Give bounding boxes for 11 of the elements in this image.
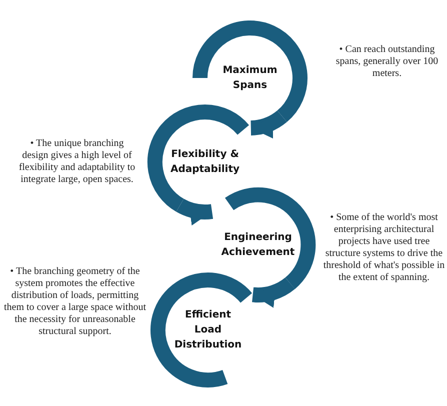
step-title: Efficient Load Distribution [173,308,243,352]
arrow [252,277,295,307]
arrow [250,110,287,138]
bullet-text: • Some of the world's most enterprising architectural projects have used tree structure systems to drive the threshold of what's possible in the extent of spanning. [322,212,446,284]
bullet-text: • The branching geometry of the system promotes the effective distribution of loads, permitting them to cover a large space without the necessity for unreasonable structural support. [4,266,146,338]
bullet-text: • The unique branching design gives a high level of flexibility and adaptability to integrate large, open spaces. [18,138,136,186]
arrow [176,198,213,224]
bullet-text: • Can reach outstanding spans, generally over 100 meters. [334,44,440,80]
step-title: Flexibility & Adaptability [169,148,241,177]
step-title: Engineering Achievement [221,231,295,260]
step-title: Maximum Spans [222,64,278,93]
